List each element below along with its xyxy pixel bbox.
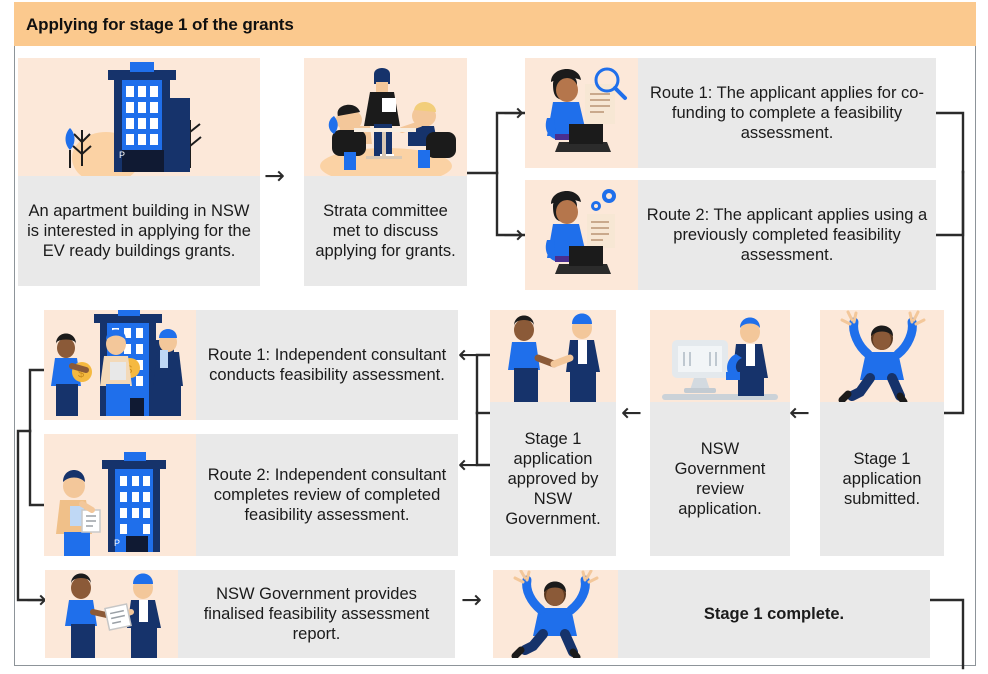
- page-title: Applying for stage 1 of the grants: [26, 14, 294, 34]
- svg-text:P: P: [119, 150, 125, 160]
- node-caption: NSW Government provides finalised feasib…: [203, 584, 430, 644]
- node-caption: Strata committee met to discuss applying…: [315, 201, 456, 261]
- merge-consultant-2-left: [28, 429, 46, 507]
- merge-down-to-provides-report: [16, 429, 47, 602]
- node-caption: Stage 1 complete.: [703, 604, 845, 623]
- node-caption: Stage 1 application approved by NSW Gove…: [505, 429, 601, 529]
- node-nsw-government-provides-report[interactable]: NSW Government provides finalised feasib…: [45, 570, 455, 658]
- arrow-n7-to-route-1-consultant: ←: [458, 340, 479, 369]
- arrow-branch-to-route-1: →: [503, 98, 524, 127]
- arrow-n10-to-stage-1-complete: →: [461, 585, 482, 614]
- node-apartment-building-interested[interactable]: P An apartment building in NSW is intere…: [18, 58, 260, 286]
- node-strata-committee-meeting[interactable]: Strata committee met to discuss applying…: [304, 58, 467, 286]
- exit-stage-1-complete: [928, 598, 965, 670]
- node-route-1-applicant-applies[interactable]: Route 1: The applicant applies for co-fu…: [525, 58, 936, 168]
- node-caption: Route 1: The applicant applies for co-fu…: [650, 83, 924, 143]
- node-caption: Route 1: Independent consultant conducts…: [207, 345, 447, 384]
- arrow-n7-to-route-2-consultant: ←: [458, 450, 479, 479]
- arrow-branch-to-route-2: →: [503, 220, 524, 249]
- person-jumping-illustration: [820, 310, 944, 402]
- svg-text:P: P: [114, 538, 120, 548]
- meeting-table-illustration: [304, 58, 467, 176]
- arrow-n6-to-n7: ←: [621, 398, 642, 427]
- arrow-into-nsw-provides-report: →: [26, 585, 47, 614]
- handshake-illustration: [490, 310, 616, 402]
- consultants-coins-building-illustration: $ $: [44, 310, 196, 420]
- apartment-building-illustration: P: [18, 58, 260, 176]
- person-at-computer-illustration: [650, 310, 790, 402]
- node-caption: Stage 1 application submitted.: [842, 449, 922, 509]
- handing-over-document-illustration: [45, 570, 178, 658]
- node-route-2-applicant-applies[interactable]: Route 2: The applicant applies using a p…: [525, 180, 936, 290]
- merge-consultant-1-left: [28, 368, 46, 433]
- node-caption: An apartment building in NSW is interest…: [27, 201, 251, 261]
- node-stage-1-complete[interactable]: Stage 1 complete.: [493, 570, 930, 658]
- node-caption: NSW Government review application.: [674, 439, 766, 519]
- person-jumping-celebration-illustration: [493, 570, 618, 658]
- node-route-2-consultant-reviews[interactable]: P Route 2: Independent consultant comple…: [44, 434, 458, 556]
- node-caption: Route 2: The applicant applies using a p…: [646, 205, 928, 265]
- node-stage-1-application-submitted[interactable]: Stage 1 application submitted.: [820, 310, 944, 556]
- merge-route-1-right: [934, 111, 965, 174]
- node-route-1-consultant-conducts[interactable]: $ $ Route 1: Independent consultant cond…: [44, 310, 458, 420]
- arrow-n5-to-n6: ←: [789, 398, 810, 427]
- node-stage-1-application-approved[interactable]: Stage 1 application approved by NSW Gove…: [490, 310, 616, 556]
- consultant-clipboard-building-illustration: P: [44, 434, 196, 556]
- arrow-n1-to-n2: →: [264, 161, 285, 190]
- diagram-header-band: Applying for stage 1 of the grants: [14, 2, 976, 46]
- merge-route-2-right: [934, 170, 965, 237]
- node-caption: Route 2: Independent consultant complete…: [207, 465, 447, 525]
- person-laptop-gears-illustration: [525, 180, 638, 290]
- merge-down-to-stage-1-submitted: [942, 170, 965, 415]
- svg-text:$: $: [78, 368, 84, 380]
- node-nsw-government-review[interactable]: NSW Government review application.: [650, 310, 790, 556]
- person-laptop-magnifier-illustration: [525, 58, 638, 168]
